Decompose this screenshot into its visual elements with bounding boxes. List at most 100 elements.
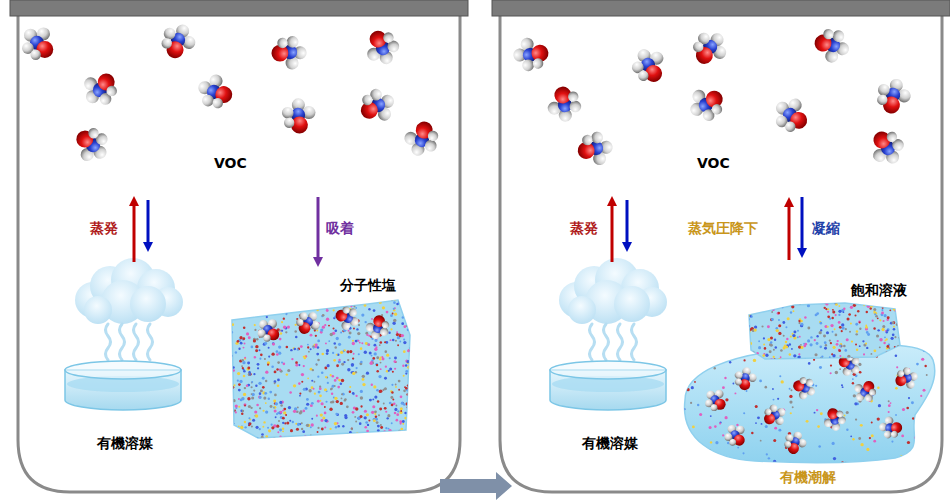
salt-dot (891, 337, 894, 340)
salt-dot (330, 388, 332, 390)
salt-dot (873, 308, 876, 311)
salt-dot (799, 318, 801, 320)
salt-dot (391, 404, 394, 407)
salt-dot (889, 309, 891, 311)
salt-dot (770, 318, 773, 321)
salt-dot (841, 384, 843, 386)
salt-dot (860, 443, 863, 446)
salt-dot (352, 357, 354, 359)
salt-dot (394, 356, 397, 359)
salt-dot (806, 420, 809, 423)
salt-dot (407, 349, 410, 352)
salt-dot (376, 346, 378, 348)
salt-dot (360, 361, 363, 364)
salt-dot (324, 367, 327, 370)
salt-dot (793, 310, 795, 312)
salt-dot (771, 311, 773, 313)
salt-dot (823, 334, 826, 337)
salt-dot (807, 339, 810, 342)
salt-dot (369, 399, 372, 402)
salt-dot (282, 422, 284, 424)
salt-dot (408, 350, 410, 352)
salt-dot (333, 342, 335, 344)
salt-dot (245, 309, 247, 311)
salt-dot (273, 437, 276, 440)
salt-dot (380, 426, 383, 429)
salt-dot (279, 329, 281, 331)
salt-dot (775, 359, 778, 362)
salt-dot (302, 430, 305, 433)
salt-dot (901, 301, 904, 304)
salt-dot (332, 375, 335, 378)
salt-dot (326, 438, 329, 441)
voc-molecule (333, 303, 361, 332)
salt-dot (835, 371, 838, 374)
salt-dot (779, 375, 781, 377)
salt-dot (818, 445, 821, 448)
salt-dot (379, 390, 382, 393)
salt-dot (407, 385, 409, 387)
salt-dot (251, 397, 254, 400)
salt-dot (301, 428, 303, 430)
salt-dot (331, 434, 334, 437)
salt-dot (824, 341, 827, 344)
salt-dot (807, 300, 810, 303)
salt-dot (343, 438, 345, 440)
salt-dot (852, 438, 854, 440)
salt-dot (807, 298, 810, 301)
salt-dot (750, 304, 752, 306)
salt-dot (337, 290, 340, 293)
salt-dot (407, 328, 410, 331)
texture (744, 293, 905, 366)
salt-dot (877, 298, 879, 300)
salt-dot (854, 402, 857, 405)
salt-dot (396, 303, 399, 306)
salt-dot (367, 424, 369, 426)
salt-dot (403, 341, 406, 344)
salt-dot (378, 375, 381, 378)
salt-dot (355, 307, 357, 309)
salt-dot (882, 361, 885, 364)
salt-dot (349, 350, 352, 353)
salt-dot (251, 302, 254, 305)
salt-dot (254, 356, 257, 359)
salt-dot (263, 311, 266, 314)
salt-dot (926, 345, 929, 348)
salt-dot (241, 365, 243, 367)
salt-dot (242, 308, 244, 310)
salt-dot (318, 442, 321, 445)
salt-dot (312, 436, 315, 439)
salt-dot (407, 294, 409, 296)
salt-dot (358, 353, 360, 355)
salt-dot (404, 430, 406, 432)
salt-dot (343, 441, 346, 444)
salt-dot (324, 406, 326, 408)
salt-dot (395, 340, 397, 342)
salt-dot (838, 314, 840, 316)
salt-dot (229, 299, 231, 301)
salt-dot (300, 345, 303, 348)
salt-dot (248, 373, 251, 376)
salt-dot (843, 414, 845, 416)
salt-dot (841, 461, 844, 464)
salt-dot (259, 308, 262, 311)
salt-dot (789, 388, 791, 390)
salt-dot (337, 386, 340, 389)
salt-dot (877, 359, 879, 361)
salt-dot (252, 393, 254, 395)
salt-dot (320, 328, 323, 331)
steam-line (148, 324, 153, 360)
voc-molecule (761, 403, 787, 428)
salt-dot (842, 386, 844, 388)
salt-dot (385, 427, 387, 429)
salt-dot (283, 326, 286, 329)
salt-dot (240, 308, 243, 311)
salt-dot (244, 357, 246, 359)
salt-dot (288, 406, 291, 409)
salt-dot (770, 294, 773, 297)
salt-dot (391, 391, 393, 393)
salt-dot (402, 423, 404, 425)
salt-dot (312, 369, 314, 371)
salt-dot (816, 409, 818, 411)
salt-dot (233, 431, 235, 433)
